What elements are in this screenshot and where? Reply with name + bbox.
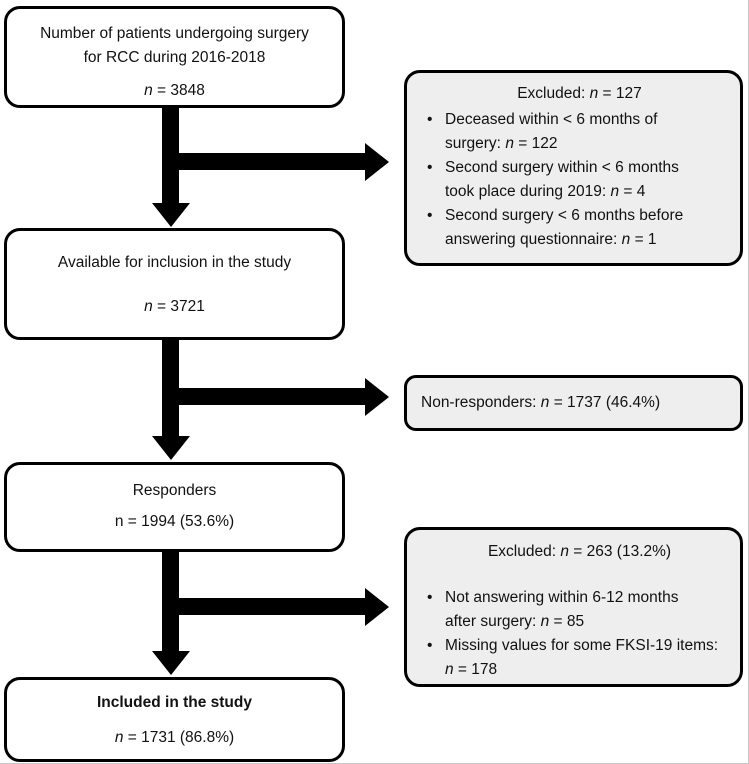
bullet-list: Not answering within 6-12 months after s… — [427, 586, 732, 682]
list-item: Not answering within 6-12 months after s… — [427, 586, 732, 634]
arrow-branch-3-head — [365, 588, 389, 626]
bullet-text-line: n = 178 — [445, 661, 498, 678]
list-item: Second surgery < 6 months before answeri… — [427, 204, 732, 252]
bullet-text-line: took place during 2019: n = 4 — [445, 183, 646, 200]
bullet-text-line: Not answering within 6-12 months — [445, 589, 679, 606]
bullet-text-line: Deceased within < 6 months of — [445, 111, 658, 128]
box-n-value: n = 3721 — [144, 298, 205, 315]
box-text-line: Number of patients undergoing surgery — [40, 25, 309, 42]
side-box-header: Excluded: n = 127 — [517, 85, 642, 102]
bullet-text-line: Second surgery < 6 months before — [445, 207, 684, 224]
bullet-text-line: after surgery: n = 85 — [445, 613, 585, 630]
list-item: Missing values for some FKSI-19 items: n… — [427, 634, 732, 682]
arrow-branch-2-head — [365, 378, 389, 416]
box-n-value: n = 1731 (86.8%) — [114, 729, 235, 746]
bullet-text-line: answering questionnaire: n = 1 — [445, 231, 657, 248]
side-box-excluded-baseline: Excluded: n = 127 Deceased within < 6 mo… — [404, 70, 743, 266]
arrow-branch-1-head — [365, 143, 389, 181]
arrow-branch-1-stem — [162, 153, 365, 170]
list-item: Second surgery within < 6 months took pl… — [427, 156, 732, 204]
bullet-text-line: Missing values for some FKSI-19 items: — [445, 637, 719, 654]
arrow-down-1-head — [152, 203, 190, 227]
arrow-branch-2-stem — [162, 388, 365, 405]
arrow-branch-3-stem — [162, 598, 365, 615]
side-box-non-responders: Non-responders: n = 1737 (46.4%) — [404, 375, 743, 431]
arrow-down-3-head — [152, 651, 190, 675]
bullet-text-line: surgery: n = 122 — [445, 135, 558, 152]
box-text-line: Included in the study — [96, 694, 252, 711]
box-text-line: Responders — [132, 482, 217, 499]
flow-box-included: Included in the study n = 1731 (86.8%) — [4, 677, 345, 762]
box-text-line: Available for inclusion in the study — [57, 254, 292, 271]
box-n-value: n = 1994 (53.6%) — [114, 513, 235, 530]
box-n-value: n = 3848 — [144, 82, 205, 99]
list-item: Deceased within < 6 months of surgery: n… — [427, 108, 732, 156]
bullet-list: Deceased within < 6 months of surgery: n… — [427, 108, 732, 252]
flow-box-responders: Responders n = 1994 (53.6%) — [4, 462, 345, 552]
side-box-text: Non-responders: n = 1737 (46.4%) — [421, 394, 661, 411]
bullet-text-line: Second surgery within < 6 months — [445, 159, 679, 176]
side-box-header: Excluded: n = 263 (13.2%) — [487, 543, 672, 560]
side-box-excluded-followup: Excluded: n = 263 (13.2%) Not answering … — [404, 527, 743, 687]
arrow-down-2-head — [152, 436, 190, 460]
flow-box-available: Available for inclusion in the study n =… — [4, 228, 345, 340]
box-text-line: for RCC during 2016-2018 — [83, 49, 266, 66]
flow-box-surgery-count: Number of patients undergoing surgery fo… — [4, 6, 345, 108]
